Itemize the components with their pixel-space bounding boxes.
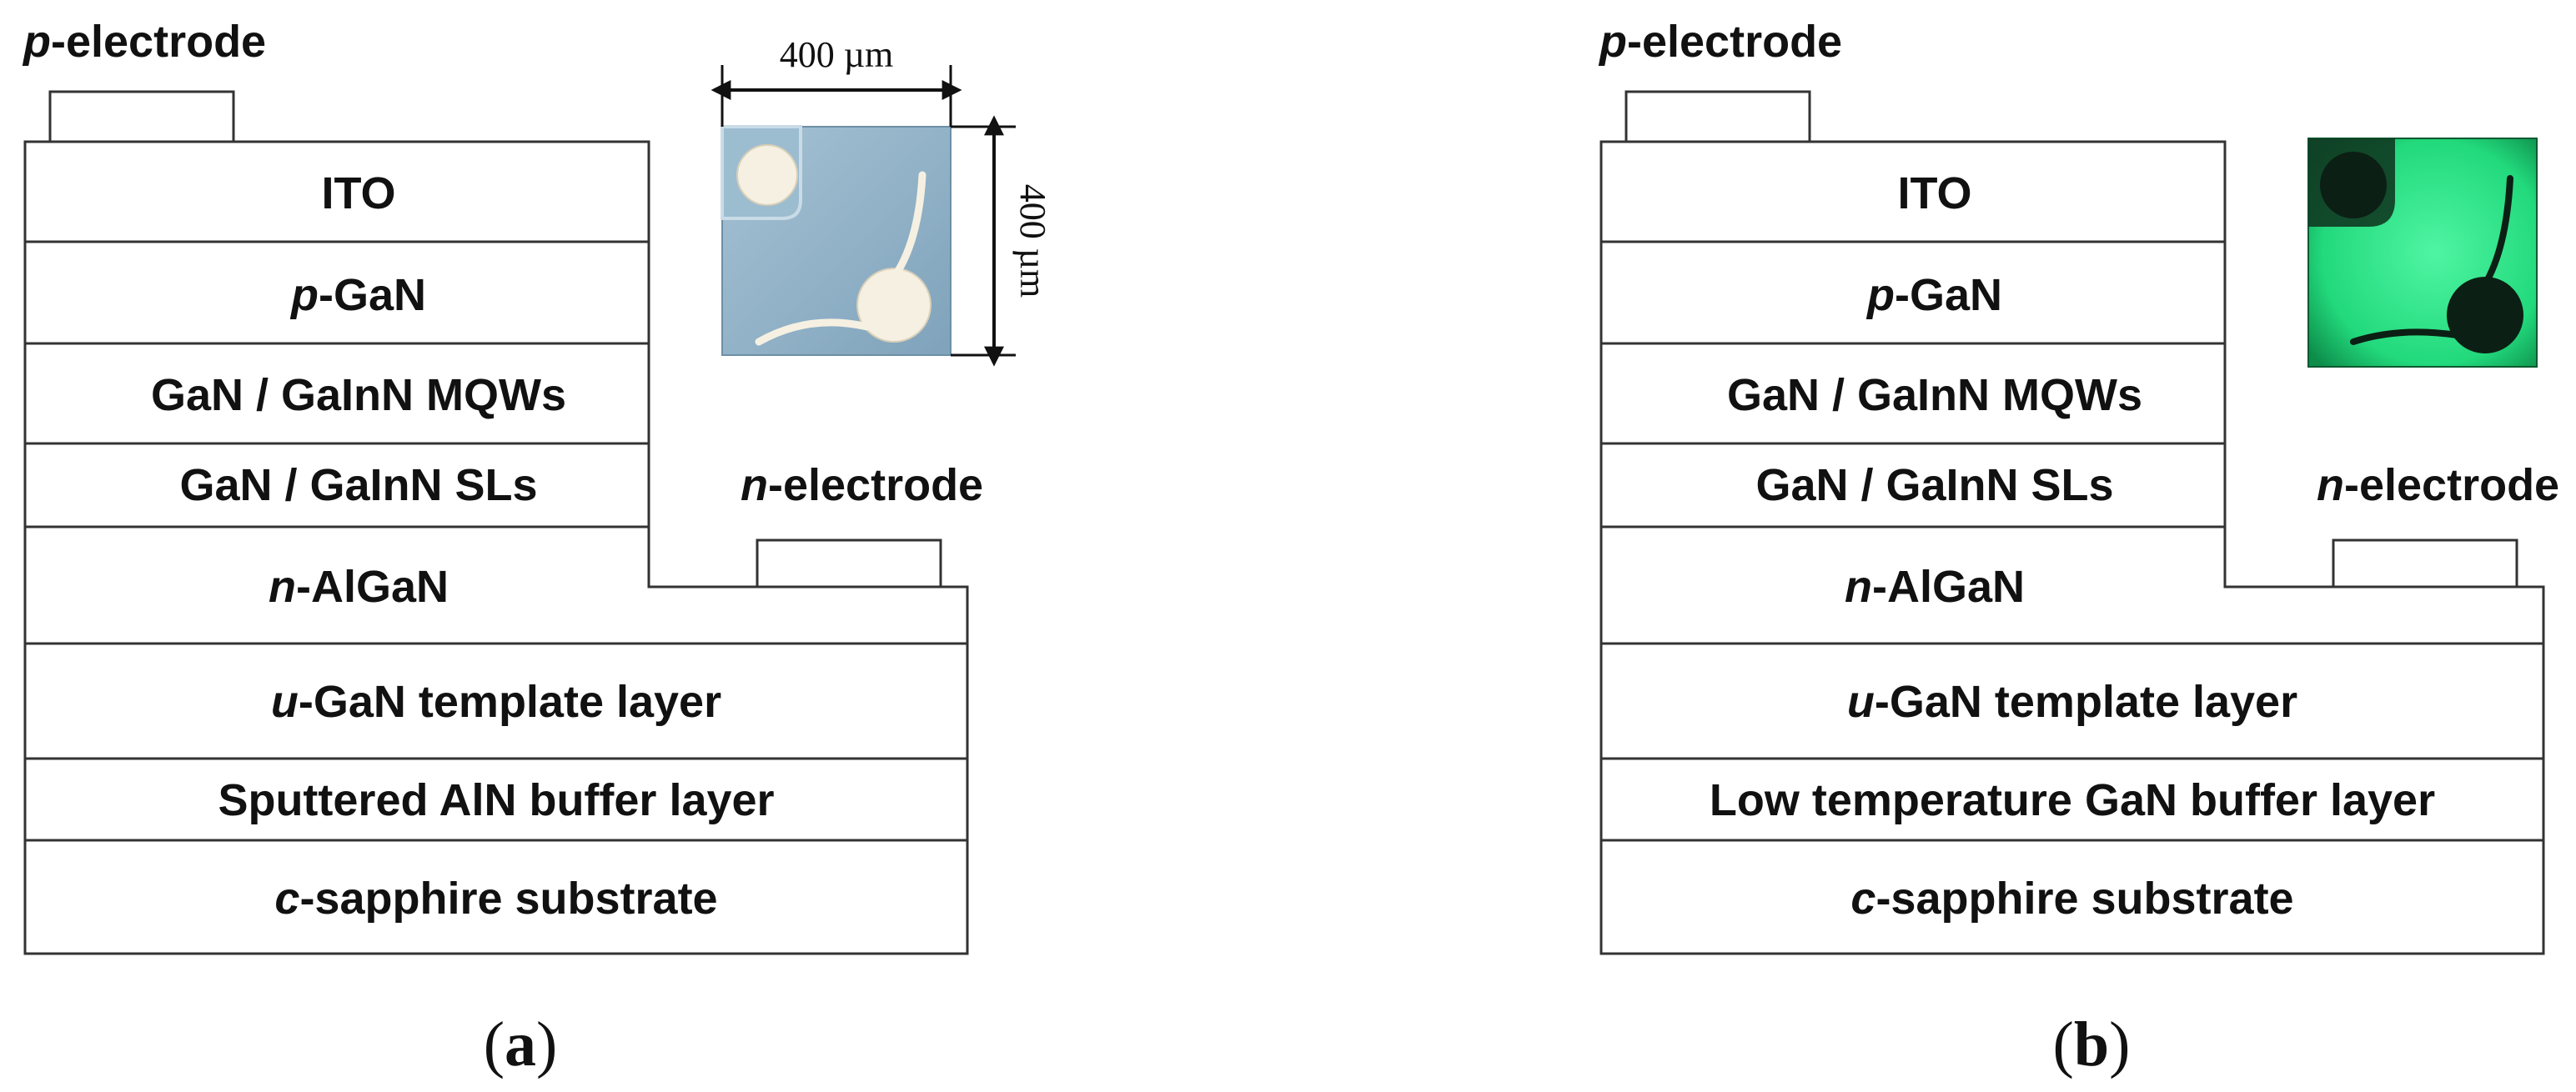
mqws-label: GaN / GaInN MQWs <box>1727 370 2142 420</box>
n-algan-label: n-AlGaN <box>1845 562 2025 612</box>
height-dimension-label: 400 µm <box>1012 184 1053 298</box>
n-electrode-label: n-electrode <box>741 460 983 510</box>
width-dimension-label: 400 µm <box>780 34 894 75</box>
p-electrode-label: p-electrode <box>1598 17 1842 67</box>
dark-finger-top <box>2462 175 2513 312</box>
mqws-label: GaN / GaInN MQWs <box>151 370 566 420</box>
panel-b: p-electrode n-electrode ITO p-GaN GaN / … <box>1598 17 2559 1079</box>
p-gan-label: p-GaN <box>289 270 426 320</box>
sls-label: GaN / GaInN SLs <box>1755 460 2113 510</box>
chip-finger-top <box>868 171 926 304</box>
buffer-label: Sputtered AlN buffer layer <box>218 775 774 825</box>
chip-p-pad <box>736 144 798 206</box>
layer-n-algan <box>1599 525 2545 645</box>
electroluminescence-photo-inset <box>2307 138 2538 368</box>
panel-a-caption: (a) <box>484 1009 558 1079</box>
panel-b-caption: (b) <box>2053 1009 2131 1079</box>
u-gan-label: u-GaN template layer <box>1847 677 2297 727</box>
u-gan-label: u-GaN template layer <box>271 677 721 727</box>
dark-n-pad <box>2447 277 2523 353</box>
chip-n-pad <box>856 268 931 343</box>
layer-substrate <box>1599 839 2545 955</box>
dark-p-pad <box>2320 152 2387 218</box>
sls-label: GaN / GaInN SLs <box>179 460 537 510</box>
p-electrode-pad <box>1624 90 1811 143</box>
ito-label: ITO <box>321 168 395 218</box>
n-electrode-pad <box>2332 538 2518 589</box>
substrate-label: c-sapphire substrate <box>1850 874 2293 924</box>
p-electrode-pad <box>48 90 235 143</box>
layer-n-algan <box>23 525 969 645</box>
p-gan-label: p-GaN <box>1865 270 2002 320</box>
n-algan-label: n-AlGaN <box>269 562 449 612</box>
chip-photo-inset <box>721 125 952 356</box>
p-electrode-label: p-electrode <box>22 17 266 67</box>
layer-substrate <box>23 839 969 955</box>
substrate-label: c-sapphire substrate <box>274 874 717 924</box>
panel-a: p-electrode n-electrode ITO p-GaN GaN / … <box>22 17 1053 1079</box>
chip-finger-bottom <box>755 318 871 346</box>
n-electrode-label: n-electrode <box>2317 460 2559 510</box>
n-electrode-pad <box>756 538 942 589</box>
dark-finger-bottom <box>2350 328 2460 345</box>
ito-label: ITO <box>1897 168 1971 218</box>
buffer-label: Low temperature GaN buffer layer <box>1710 775 2435 825</box>
